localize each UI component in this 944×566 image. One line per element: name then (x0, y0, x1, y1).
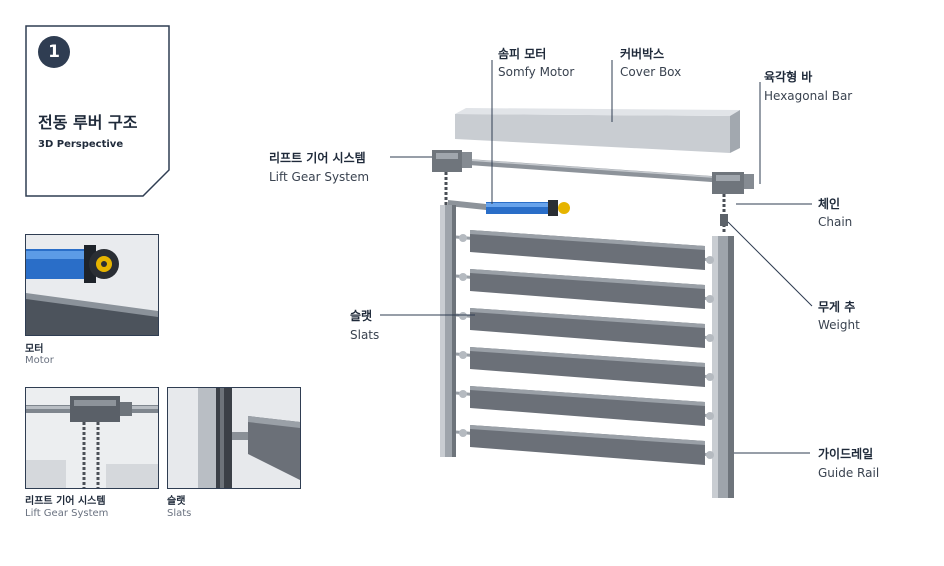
weight (720, 214, 728, 226)
lift-gear-thumbnail (25, 387, 159, 489)
label-cover-box-en: Cover Box (620, 65, 682, 79)
slat (455, 269, 714, 309)
slat (455, 308, 714, 348)
slat (455, 386, 714, 426)
right-guide-rail (712, 236, 734, 498)
label-chain: 체인 (818, 197, 841, 211)
label-weight: 무게 추 (818, 300, 856, 314)
slat (455, 425, 714, 465)
card-subtitle: 3D Perspective (38, 139, 124, 150)
label-somfy-motor: 솜피 모터 (498, 47, 547, 61)
label-guide-rail: 가이드레일 (818, 447, 874, 461)
lift-gear-caption-en: Lift Gear System (25, 508, 109, 519)
left-gear-box (432, 150, 472, 172)
label-lift-gear-system: 리프트 기어 시스템 (269, 151, 366, 165)
motor-thumbnail (25, 234, 159, 336)
slats-thumbnail (167, 387, 301, 489)
slat (455, 347, 714, 387)
slat (455, 230, 714, 270)
leader-weight (727, 221, 813, 307)
motor-caption-en: Motor (25, 355, 54, 366)
section-number-badge: 1 (38, 36, 70, 68)
label-lift-gear-system-en: Lift Gear System (269, 170, 370, 184)
label-weight-en: Weight (818, 318, 860, 332)
slats-caption: 슬랫 (167, 496, 186, 507)
label-hexagonal-bar-en: Hexagonal Bar (764, 89, 853, 103)
motor-caption: 모터 (25, 344, 44, 355)
label-guide-rail-en: Guide Rail (818, 466, 880, 480)
slats-caption-en: Slats (167, 508, 192, 519)
label-hexagonal-bar: 육각형 바 (764, 70, 813, 84)
label-chain-en: Chain (818, 215, 853, 229)
label-cover-box: 커버박스 (620, 47, 665, 61)
hexagonal-bar (439, 157, 741, 184)
lift-gear-caption: 리프트 기어 시스템 (25, 496, 106, 507)
cover-box (455, 108, 740, 153)
label-slats-en: Slats (350, 328, 380, 342)
label-somfy-motor-en: Somfy Motor (498, 65, 575, 79)
somfy-motor (448, 200, 570, 216)
right-gear-box (712, 172, 754, 194)
intro-card-frame (25, 25, 170, 197)
left-guide-rail (440, 205, 456, 457)
label-slats: 슬랫 (350, 309, 373, 323)
card-title: 전동 루버 구조 (38, 113, 138, 132)
slats-group (455, 230, 714, 465)
